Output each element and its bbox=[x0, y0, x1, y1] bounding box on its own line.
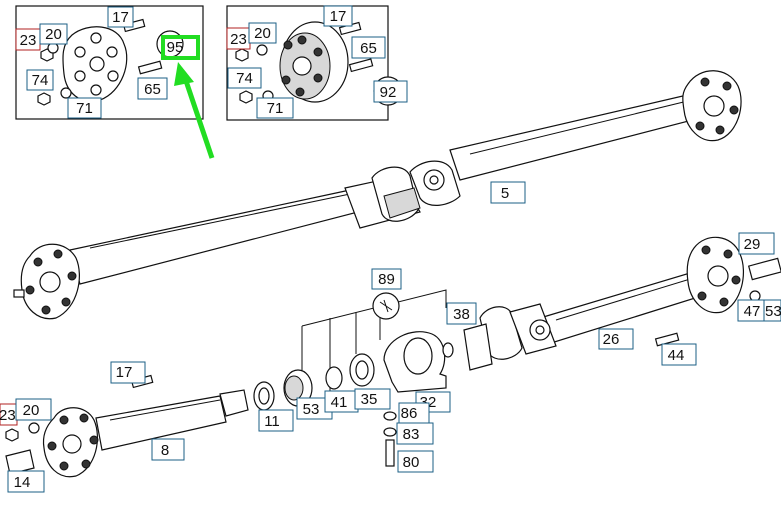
callout-5: 5 bbox=[490, 181, 526, 204]
svg-text:71: 71 bbox=[76, 100, 93, 117]
inset-right-coupling bbox=[235, 21, 374, 104]
callout-44: 44 bbox=[661, 343, 697, 366]
callout-95: 95 bbox=[167, 39, 184, 56]
callout-71-a: 71 bbox=[67, 97, 102, 119]
callout-47: 47 bbox=[737, 299, 765, 322]
svg-text:26: 26 bbox=[603, 331, 620, 348]
callout-74-a: 74 bbox=[26, 69, 54, 91]
highlight-box bbox=[161, 35, 200, 60]
svg-text:8: 8 bbox=[161, 442, 169, 459]
lower-right-shaft bbox=[463, 236, 781, 371]
svg-text:23: 23 bbox=[20, 32, 37, 49]
callout-35: 35 bbox=[354, 388, 391, 410]
svg-text:29: 29 bbox=[744, 236, 761, 253]
svg-text:35: 35 bbox=[361, 391, 378, 408]
svg-text:14: 14 bbox=[14, 474, 31, 491]
svg-text:20: 20 bbox=[254, 25, 271, 42]
svg-text:53: 53 bbox=[765, 303, 781, 320]
callout-20-a: 20 bbox=[39, 23, 68, 45]
callout-20-b: 20 bbox=[248, 22, 277, 44]
svg-text:17: 17 bbox=[112, 9, 129, 26]
callout-92: 92 bbox=[373, 76, 408, 106]
callout-38: 38 bbox=[446, 302, 477, 325]
callout-65-b: 65 bbox=[351, 36, 386, 59]
callout-71-b: 71 bbox=[256, 97, 294, 119]
svg-text:86: 86 bbox=[401, 405, 418, 422]
callout-26: 26 bbox=[598, 328, 634, 350]
callout-8: 8 bbox=[151, 438, 185, 461]
inset-left-flex-disc bbox=[37, 18, 184, 106]
svg-text:20: 20 bbox=[23, 402, 40, 419]
callout-83: 83 bbox=[396, 422, 434, 445]
callout-41: 41 bbox=[324, 390, 359, 413]
callout-53-right: 53 bbox=[763, 299, 781, 322]
svg-text:65: 65 bbox=[144, 81, 161, 98]
callout-89: 89 bbox=[371, 268, 402, 290]
callout-65-a: 65 bbox=[137, 77, 168, 100]
lower-left-shaft bbox=[5, 374, 249, 478]
svg-text:41: 41 bbox=[331, 394, 348, 411]
svg-text:47: 47 bbox=[744, 303, 761, 320]
callout-86: 86 bbox=[398, 402, 430, 424]
svg-text:23: 23 bbox=[230, 31, 247, 48]
callout-23-a: 23 bbox=[15, 28, 41, 51]
svg-text:74: 74 bbox=[32, 72, 49, 89]
callout-17-c: 17 bbox=[110, 361, 146, 384]
svg-text:53: 53 bbox=[303, 401, 320, 418]
highlight-arrow-shaft bbox=[180, 71, 215, 159]
upper-drive-shaft bbox=[13, 70, 742, 320]
svg-text:83: 83 bbox=[403, 426, 420, 443]
callout-17-b: 17 bbox=[323, 5, 353, 27]
svg-text:17: 17 bbox=[116, 364, 133, 381]
callout-23-b: 23 bbox=[226, 27, 251, 50]
svg-text:23: 23 bbox=[0, 407, 16, 424]
svg-text:95: 95 bbox=[167, 39, 184, 56]
callout-29: 29 bbox=[738, 232, 775, 255]
svg-text:5: 5 bbox=[501, 185, 509, 202]
callout-23-c: 23 bbox=[0, 403, 18, 426]
callout-20-c: 20 bbox=[15, 398, 52, 421]
svg-text:80: 80 bbox=[403, 454, 420, 471]
svg-text:92: 92 bbox=[380, 84, 397, 101]
callout-11: 11 bbox=[258, 409, 294, 432]
callout-17-a: 17 bbox=[107, 6, 134, 28]
callout-14: 14 bbox=[7, 470, 45, 493]
svg-text:20: 20 bbox=[45, 26, 62, 43]
callout-74-b: 74 bbox=[227, 67, 262, 89]
svg-text:89: 89 bbox=[378, 271, 395, 288]
svg-text:38: 38 bbox=[453, 306, 470, 323]
svg-text:17: 17 bbox=[330, 8, 347, 25]
svg-text:71: 71 bbox=[267, 100, 284, 117]
center-bearing-group bbox=[253, 289, 454, 467]
svg-text:11: 11 bbox=[264, 413, 280, 430]
svg-text:65: 65 bbox=[360, 40, 377, 57]
highlight-arrow-head bbox=[174, 62, 194, 86]
svg-text:44: 44 bbox=[668, 347, 685, 364]
callout-80: 80 bbox=[397, 450, 434, 473]
svg-text:74: 74 bbox=[236, 70, 253, 87]
